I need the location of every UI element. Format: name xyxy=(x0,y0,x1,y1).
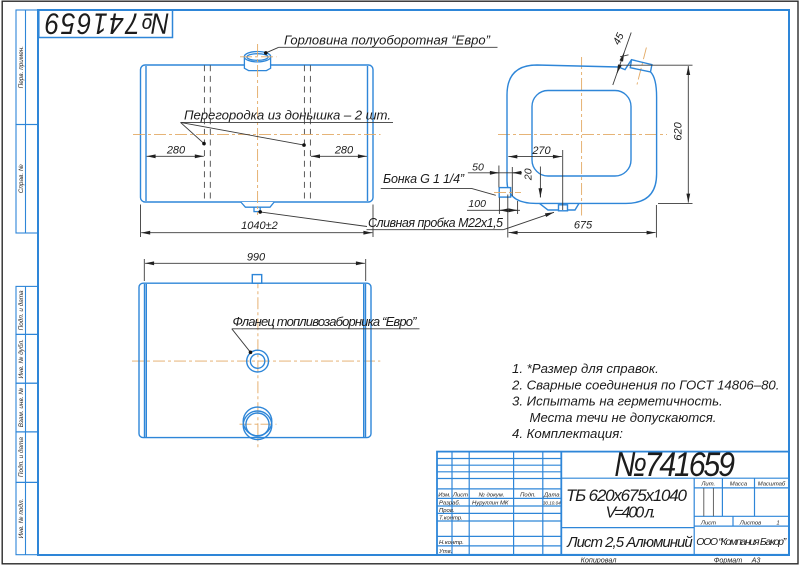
svg-text:Лист: Лист xyxy=(700,520,716,526)
svg-text:Перв. примен.: Перв. примен. xyxy=(18,46,25,88)
svg-text:4. Комплектация:: 4. Комплектация: xyxy=(512,426,623,441)
svg-text:Нуруллин МК: Нуруллин МК xyxy=(472,501,509,507)
svg-text:Н.контр.: Н.контр. xyxy=(439,540,464,546)
svg-text:Сливная пробка М22х1,5: Сливная пробка М22х1,5 xyxy=(368,216,503,230)
svg-text:Копировал: Копировал xyxy=(581,556,617,565)
svg-text:ТБ 620х675х1040: ТБ 620х675х1040 xyxy=(566,486,688,505)
svg-text:Перегородка из донышка – 2 шт.: Перегородка из донышка – 2 шт. xyxy=(184,108,391,123)
svg-text:Лист 2,5 Алюминий: Лист 2,5 Алюминий xyxy=(566,534,693,551)
svg-text:Утв.: Утв. xyxy=(438,549,452,555)
svg-text:Подп.: Подп. xyxy=(520,493,536,499)
svg-text:280: 280 xyxy=(334,145,354,157)
svg-text:45: 45 xyxy=(611,31,627,47)
svg-text:3. Испытать на герметичность.: 3. Испытать на герметичность. xyxy=(512,394,723,409)
svg-text:Т.контр.: Т.контр. xyxy=(439,516,463,522)
svg-text:Пров.: Пров. xyxy=(439,508,455,514)
svg-text:Инв. № дубл.: Инв. № дубл. xyxy=(17,339,25,378)
svg-text:ООО “Компания Бакор”: ООО “Компания Бакор” xyxy=(696,536,787,548)
svg-text:Подп. и дата: Подп. и дата xyxy=(17,290,25,330)
svg-text:Места течи не допускаются.: Места течи не допускаются. xyxy=(530,410,717,425)
svg-text:Фланец топливозаборника “Евро”: Фланец топливозаборника “Евро” xyxy=(233,314,418,329)
svg-text:1040±2: 1040±2 xyxy=(241,220,278,232)
svg-text:Взам. инв. №: Взам. инв. № xyxy=(18,388,25,428)
svg-text:280: 280 xyxy=(166,145,186,157)
svg-text:№741659: №741659 xyxy=(45,7,170,40)
svg-text:№741659: №741659 xyxy=(614,445,735,483)
svg-text:30.10.04: 30.10.04 xyxy=(543,500,561,505)
svg-text:Масса: Масса xyxy=(730,482,748,488)
svg-text:Лист: Лист xyxy=(452,493,468,499)
svg-text:620: 620 xyxy=(673,121,685,140)
svg-text:Разраб.: Разраб. xyxy=(439,501,460,507)
svg-text:Листов: Листов xyxy=(739,520,761,526)
svg-text:Инв. № подл.: Инв. № подл. xyxy=(17,499,25,539)
svg-text:Изм.: Изм. xyxy=(438,493,451,499)
svg-text:Дата: Дата xyxy=(543,493,560,499)
svg-text:Формат: Формат xyxy=(714,556,743,565)
svg-text:270: 270 xyxy=(531,145,551,157)
svg-text:Горловина полуоборотная “Евро”: Горловина полуоборотная “Евро” xyxy=(284,33,491,48)
svg-text:Бонка G 1 1/4”: Бонка G 1 1/4” xyxy=(383,172,465,186)
svg-text:675: 675 xyxy=(574,220,593,232)
svg-text:1. *Размер для справок.: 1. *Размер для справок. xyxy=(512,361,659,376)
svg-text:100: 100 xyxy=(468,198,486,210)
svg-text:990: 990 xyxy=(247,252,266,264)
svg-text:2. Сварные соединения по ГОСТ: 2. Сварные соединения по ГОСТ 14806–80. xyxy=(511,377,779,392)
svg-text:№ докум.: № докум. xyxy=(479,492,505,499)
svg-text:1: 1 xyxy=(776,520,779,526)
svg-text:Подп. и дата: Подп. и дата xyxy=(17,437,25,477)
svg-text:50: 50 xyxy=(472,161,484,173)
svg-text:Лит.: Лит. xyxy=(700,482,715,488)
svg-text:20: 20 xyxy=(523,168,535,181)
svg-text:Справ. №: Справ. № xyxy=(18,164,25,193)
svg-text:Масштаб: Масштаб xyxy=(758,482,786,488)
svg-text:А3: А3 xyxy=(751,556,761,565)
svg-text:V=400 л.: V=400 л. xyxy=(606,505,657,522)
